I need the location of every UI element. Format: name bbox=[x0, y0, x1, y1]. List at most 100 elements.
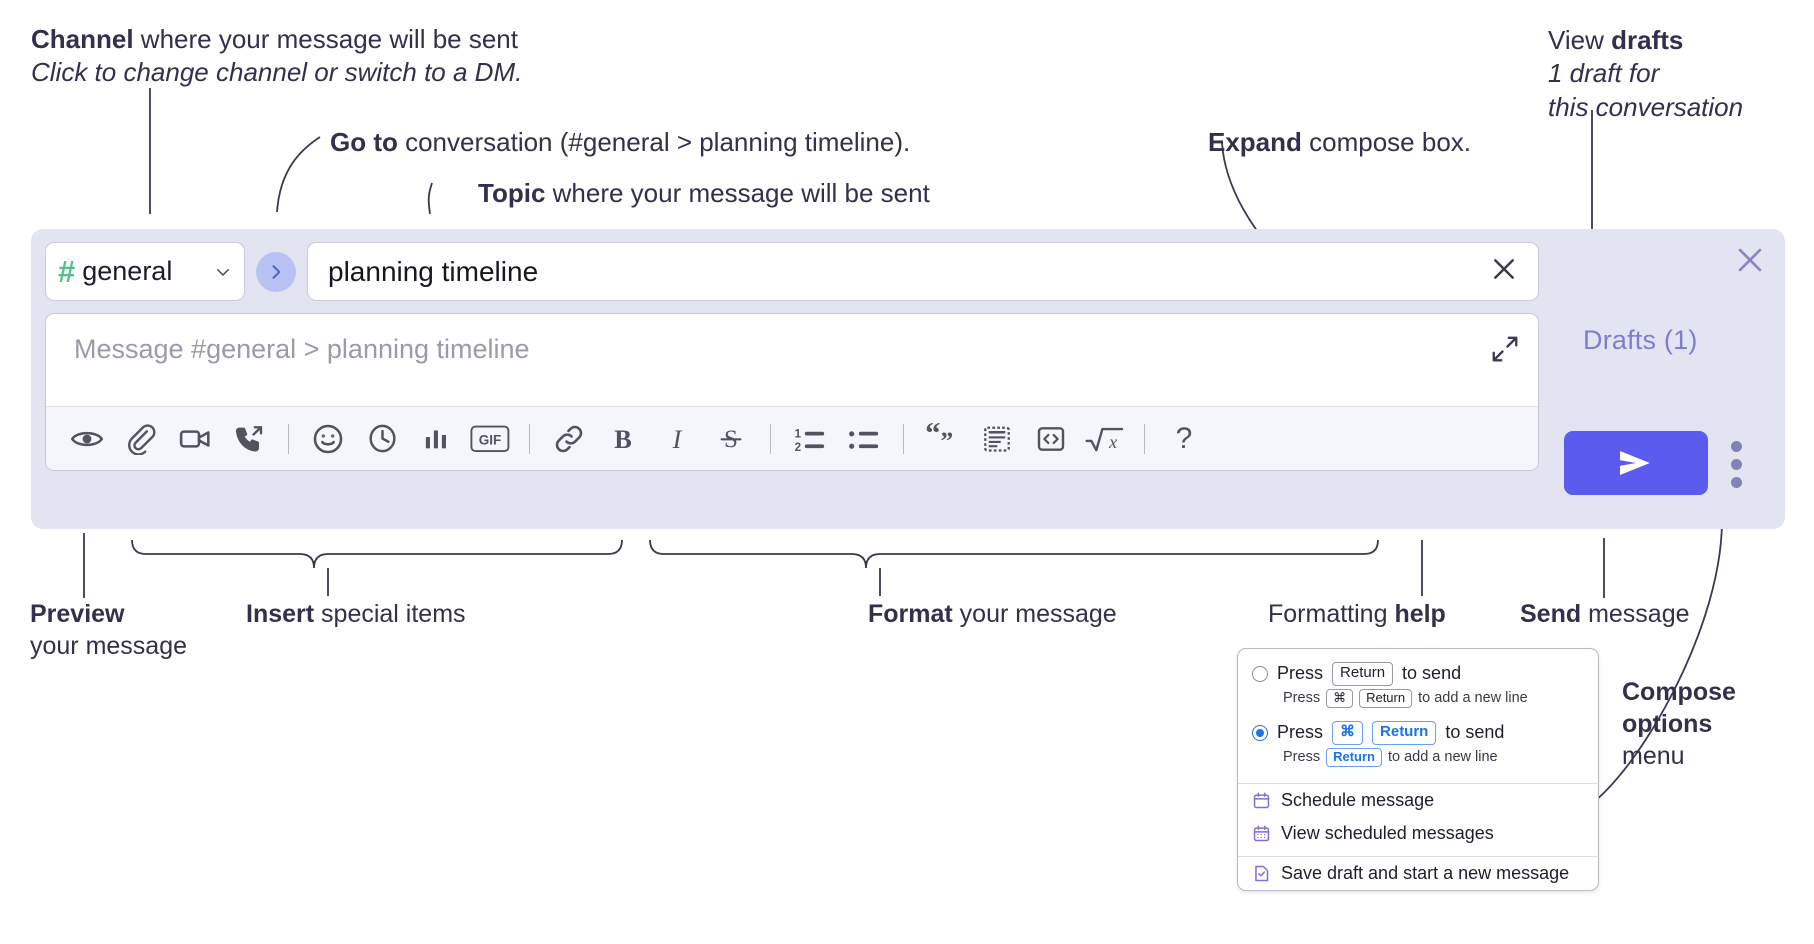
key-return-main: Return bbox=[1372, 721, 1437, 745]
annotation-expand-bold: Expand bbox=[1208, 127, 1302, 157]
emoji-button[interactable] bbox=[301, 412, 355, 466]
chevron-down-icon bbox=[217, 268, 229, 276]
code-block-button[interactable] bbox=[970, 412, 1024, 466]
bar-chart-icon bbox=[425, 429, 446, 448]
ordered-list-button[interactable]: 1 2 bbox=[783, 412, 837, 466]
gif-icon: GIF bbox=[470, 425, 510, 452]
topic-input[interactable]: planning timeline bbox=[307, 242, 1539, 301]
annotation-drafts-bold: drafts bbox=[1611, 25, 1684, 55]
record-video-clip-button[interactable] bbox=[168, 412, 222, 466]
square-root-icon: x bbox=[1085, 427, 1124, 452]
annotation-format-rest: your message bbox=[952, 600, 1117, 628]
annotation-channel-bold: Channel bbox=[31, 24, 134, 54]
inline-code-button[interactable] bbox=[1024, 412, 1078, 466]
annotation-preview-bold: Preview bbox=[30, 600, 125, 628]
annotation-insert-rest: special items bbox=[314, 600, 466, 628]
schedule-button[interactable] bbox=[355, 412, 409, 466]
annotation-help-lead: Formatting bbox=[1268, 600, 1395, 628]
video-camera-icon bbox=[179, 429, 210, 448]
attach-file-button[interactable] bbox=[114, 412, 168, 466]
opt1-post: to send bbox=[1402, 663, 1462, 684]
annotation-format: Format your message bbox=[868, 598, 1117, 630]
send-button[interactable] bbox=[1564, 431, 1708, 495]
toolbar-divider-4 bbox=[903, 423, 904, 454]
toolbar-divider-3 bbox=[770, 423, 771, 454]
annotation-topic: Topic where your message will be sent bbox=[478, 177, 930, 210]
close-compose-button[interactable] bbox=[1733, 243, 1767, 282]
channel-selector[interactable]: # general bbox=[45, 242, 245, 301]
compose-options-menu-button[interactable] bbox=[1731, 441, 1742, 488]
annotation-insert-bold: Insert bbox=[246, 600, 315, 628]
svg-text:B: B bbox=[614, 424, 632, 453]
toolbar-divider-1 bbox=[288, 423, 289, 454]
more-options-dot-2 bbox=[1731, 459, 1742, 470]
key-command: ⌘ bbox=[1326, 688, 1354, 708]
menu-item-save-draft[interactable]: Save draft and start a new message bbox=[1238, 857, 1598, 890]
formatting-toolbar: GIF B bbox=[46, 406, 1538, 470]
annotation-compose-bold-1: Compose bbox=[1622, 678, 1736, 706]
radio-return[interactable] bbox=[1252, 665, 1268, 682]
bold-button[interactable]: B bbox=[596, 412, 650, 466]
annotation-channel: Channel where your message will be sent … bbox=[31, 23, 671, 90]
svg-text:2: 2 bbox=[795, 442, 801, 454]
annotation-drafts-lead: View bbox=[1548, 25, 1612, 55]
key-return-sub2: Return bbox=[1326, 747, 1382, 767]
message-input[interactable]: Message #general > planning timeline bbox=[46, 314, 1538, 406]
annotation-goto-bold: Go to bbox=[330, 127, 398, 157]
formatting-help-button[interactable]: ? bbox=[1175, 421, 1193, 455]
expand-compose-button[interactable] bbox=[1490, 334, 1520, 369]
bulleted-list-button[interactable] bbox=[837, 412, 891, 466]
svg-text:“: “ bbox=[925, 423, 940, 450]
close-icon bbox=[1738, 248, 1762, 272]
opt2-post: to send bbox=[1445, 722, 1505, 743]
opt1-pre: Press bbox=[1277, 663, 1324, 684]
svg-text:”: ” bbox=[940, 427, 953, 455]
annotation-drafts: View drafts 1 draft for this conversatio… bbox=[1548, 24, 1814, 124]
gif-button[interactable]: GIF bbox=[463, 412, 517, 466]
compose-box: Drafts (1) # general bbox=[31, 229, 1785, 529]
menu-item-view-scheduled[interactable]: View scheduled messages bbox=[1238, 817, 1598, 850]
annotation-compose-bold-2: options bbox=[1622, 710, 1713, 738]
annotation-expand: Expand compose box. bbox=[1208, 126, 1471, 159]
compose-header-row: # general planning timeline bbox=[45, 242, 1539, 301]
chevron-right-icon bbox=[272, 264, 281, 279]
italic-button[interactable]: I bbox=[650, 412, 704, 466]
math-button[interactable]: x bbox=[1078, 412, 1132, 466]
drafts-link[interactable]: Drafts (1) bbox=[1583, 325, 1698, 355]
send-option-cmd-return-sub: Press Return to add a new line bbox=[1283, 747, 1584, 767]
calendar-grid-icon bbox=[1253, 825, 1270, 842]
code-block-icon bbox=[984, 426, 1010, 452]
clear-topic-button[interactable] bbox=[1488, 253, 1520, 290]
opt2-sub-post: to add a new line bbox=[1387, 749, 1498, 766]
document-check-icon bbox=[1255, 865, 1269, 882]
key-return-sub: Return bbox=[1359, 688, 1413, 708]
strikethrough-button[interactable]: S bbox=[704, 412, 758, 466]
radio-cmd-return[interactable] bbox=[1252, 724, 1268, 741]
goto-conversation-button[interactable] bbox=[256, 251, 296, 292]
record-audio-clip-button[interactable] bbox=[222, 412, 276, 466]
svg-text:I: I bbox=[672, 424, 683, 453]
annotation-expand-rest: compose box. bbox=[1301, 127, 1472, 157]
code-icon bbox=[1037, 426, 1065, 451]
send-option-return[interactable]: Press Return to send Press ⌘ Return to a… bbox=[1238, 659, 1598, 718]
smiley-icon bbox=[313, 424, 343, 453]
annotation-help-bold: help bbox=[1394, 600, 1446, 628]
menu-divider-1 bbox=[1238, 783, 1598, 784]
menu-item-schedule-label: Schedule message bbox=[1281, 790, 1435, 810]
blockquote-button[interactable]: “ ” bbox=[916, 412, 970, 466]
poll-button[interactable] bbox=[409, 412, 463, 466]
menu-item-schedule-message[interactable]: Schedule message bbox=[1238, 784, 1598, 817]
annotation-send-bold: Send bbox=[1520, 600, 1582, 628]
compose-inner: # general planning timeline Message #gen… bbox=[45, 242, 1539, 471]
close-icon bbox=[1494, 259, 1514, 279]
annotation-compose-rest: menu bbox=[1622, 742, 1685, 770]
opt1-sub-pre: Press bbox=[1283, 690, 1321, 707]
key-command-main: ⌘ bbox=[1332, 721, 1364, 745]
annotation-drafts-italic-2: this conversation bbox=[1548, 91, 1744, 122]
send-option-cmd-return[interactable]: Press ⌘ Return to send Press Return to a… bbox=[1238, 718, 1598, 777]
menu-item-save-draft-label: Save draft and start a new message bbox=[1281, 863, 1570, 883]
link-button[interactable] bbox=[542, 412, 596, 466]
message-placeholder: Message #general > planning timeline bbox=[74, 334, 530, 364]
preview-button[interactable] bbox=[60, 412, 114, 466]
annotation-channel-italic: Click to change channel or switch to a D… bbox=[31, 57, 523, 88]
